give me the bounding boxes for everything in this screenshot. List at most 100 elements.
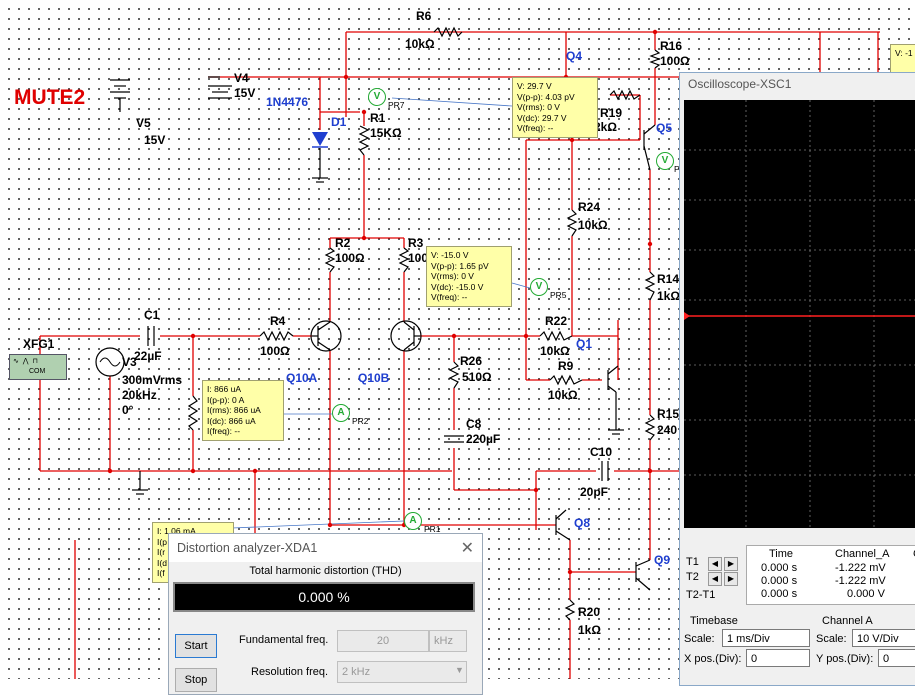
t1-right-arrow-icon[interactable]: ▶ <box>724 557 738 571</box>
oscilloscope-screen <box>684 100 915 528</box>
voltage-probe-icon[interactable]: V <box>656 152 674 170</box>
r4-name: R4 <box>270 314 286 328</box>
cursor-diff-label: T2-T1 <box>686 589 716 601</box>
timebase-scale-label: Scale: <box>684 633 715 645</box>
probe-tag: PR2 <box>352 416 369 426</box>
distortion-analyzer-window[interactable]: Distortion analyzer-XDA1 ✕ Total harmoni… <box>168 533 483 695</box>
voltage-probe-icon[interactable]: V <box>530 278 548 296</box>
q9-label: Q9 <box>654 553 671 567</box>
t2-cha: -1.222 mV <box>835 575 886 587</box>
probe-line: V(dc): -15.0 V <box>431 281 484 292</box>
r16-name: R16 <box>660 39 683 53</box>
r14-value: 1kΩ <box>657 289 680 303</box>
xfg1-com-label: COM <box>29 368 46 375</box>
chevron-down-icon: ▼ <box>455 665 464 675</box>
c1-name: C1 <box>144 308 160 322</box>
probe-line: V(rms): 0 V <box>517 102 560 113</box>
probe-pr2-readout: I: 866 uA I(p-p): 0 A I(rms): 866 uA I(d… <box>202 380 284 441</box>
v3-name: V3 <box>122 355 137 369</box>
r9-name: R9 <box>558 359 574 373</box>
timebase-scale-input[interactable]: 1 ms/Div <box>722 629 810 647</box>
current-probe-icon[interactable]: A <box>332 404 350 422</box>
function-generator[interactable]: XFG1 ∿ ⋀ ⊓ COM <box>9 338 67 390</box>
q10a-label: Q10A <box>286 371 318 385</box>
fundamental-input[interactable]: 20 <box>337 630 429 652</box>
channel-a-title: Channel A <box>822 615 873 627</box>
r4-value: 100Ω <box>260 344 290 358</box>
c10-value: 20pF <box>580 485 609 499</box>
probe-pr7-readout: V: 29.7 V V(p-p): 4.03 pV V(rms): 0 V V(… <box>512 77 598 138</box>
probe-line: I(d <box>157 557 167 568</box>
r19-value: 2kΩ <box>594 120 617 134</box>
thd-display: 0.000 % <box>173 582 475 612</box>
r2-name: R2 <box>335 236 351 250</box>
probe-tag: PR7 <box>388 100 405 110</box>
t1-left-arrow-icon[interactable]: ◀ <box>708 557 722 571</box>
t2-right-arrow-icon[interactable]: ▶ <box>724 572 738 586</box>
r26-value: 510Ω <box>462 370 492 384</box>
resolution-select[interactable]: 2 kHz <box>337 661 467 683</box>
close-icon[interactable]: ✕ <box>460 540 474 557</box>
xfg1-label: XFG1 <box>23 337 55 351</box>
c1-value: 22µF <box>134 349 162 363</box>
thd-label: Total harmonic distortion (THD) <box>249 565 402 577</box>
channel-a-scale-label: Scale: <box>816 633 847 645</box>
probe-line: V(rms): 0 V <box>431 271 474 282</box>
r15-name: R15 <box>657 407 680 421</box>
t2-left-arrow-icon[interactable]: ◀ <box>708 572 722 586</box>
circuit-wires <box>39 26 880 679</box>
c10-name: C10 <box>590 445 613 459</box>
q8-label: Q8 <box>574 516 591 530</box>
ypos-label: Y pos.(Div): <box>816 653 874 665</box>
probe-tag: PR5 <box>550 290 567 300</box>
channel-a-scale-input[interactable]: 10 V/Div <box>852 629 915 647</box>
oscilloscope-title: Oscilloscope-XSC1 <box>680 73 915 95</box>
stop-button[interactable]: Stop <box>175 668 217 692</box>
xpos-label: X pos.(Div): <box>684 653 742 665</box>
ypos-input[interactable]: 0 <box>878 649 915 667</box>
voltage-probe-icon[interactable]: V <box>368 88 386 106</box>
diff-cha: 0.000 V <box>847 588 885 600</box>
d1-part: 1N4476 <box>266 95 309 109</box>
d1-name: D1 <box>331 115 347 129</box>
oscilloscope-window[interactable]: Oscilloscope-XSC1 T1 T2 T2-T1 ◀ ▶ ◀ ▶ Ti… <box>679 72 915 686</box>
q10b-label: Q10B <box>358 371 390 385</box>
r22-value: 10kΩ <box>540 344 570 358</box>
start-button[interactable]: Start <box>175 634 217 658</box>
r3-name: R3 <box>408 236 424 250</box>
c8-name: C8 <box>466 417 482 431</box>
t1-cha: -1.222 mV <box>835 562 886 574</box>
probe-line: V(freq): -- <box>431 292 468 303</box>
q4-label: Q4 <box>566 49 583 63</box>
q5-label: Q5 <box>656 121 673 135</box>
current-probe-icon[interactable]: A <box>404 512 422 530</box>
t2-time: 0.000 s <box>761 575 798 587</box>
probe-line: I(dc): 866 uA <box>207 415 256 426</box>
col-channel-b: C <box>913 548 915 560</box>
distortion-title: Distortion analyzer-XDA1 <box>169 534 482 562</box>
timebase-title: Timebase <box>690 615 738 627</box>
q1-label: Q1 <box>576 337 593 351</box>
probe-line: I(p-p): 0 A <box>207 394 245 405</box>
probe-line: I: 866 uA <box>207 384 242 394</box>
probe-pr5-readout: V: -15.0 V V(p-p): 1.65 pV V(rms): 0 V V… <box>426 246 512 307</box>
r24-value: 10kΩ <box>578 218 608 232</box>
mute-label: MUTE2 <box>14 86 86 109</box>
xfg1-body <box>9 354 67 380</box>
probe-line: I(rms): 866 uA <box>207 405 261 416</box>
xpos-input[interactable]: 0 <box>746 649 810 667</box>
top-right-probe-readout: V: -1 <box>890 44 915 74</box>
fundamental-label: Fundamental freq. <box>239 634 329 646</box>
r19-name: R19 <box>600 106 623 120</box>
r22-name: R22 <box>545 314 568 328</box>
probe-line: I(r <box>157 547 166 558</box>
probe-line: V: 29.7 V <box>517 81 552 91</box>
r20-value: 1kΩ <box>578 623 601 637</box>
v3-phase: 0° <box>122 403 134 417</box>
r1-value: 15KΩ <box>370 126 402 140</box>
probe-line: V(p-p): 4.03 pV <box>517 91 575 102</box>
r24-name: R24 <box>578 200 601 214</box>
r15-value: 240 <box>657 423 678 437</box>
r2-value: 100Ω <box>335 251 365 265</box>
probe-line: V(p-p): 1.65 pV <box>431 260 489 271</box>
